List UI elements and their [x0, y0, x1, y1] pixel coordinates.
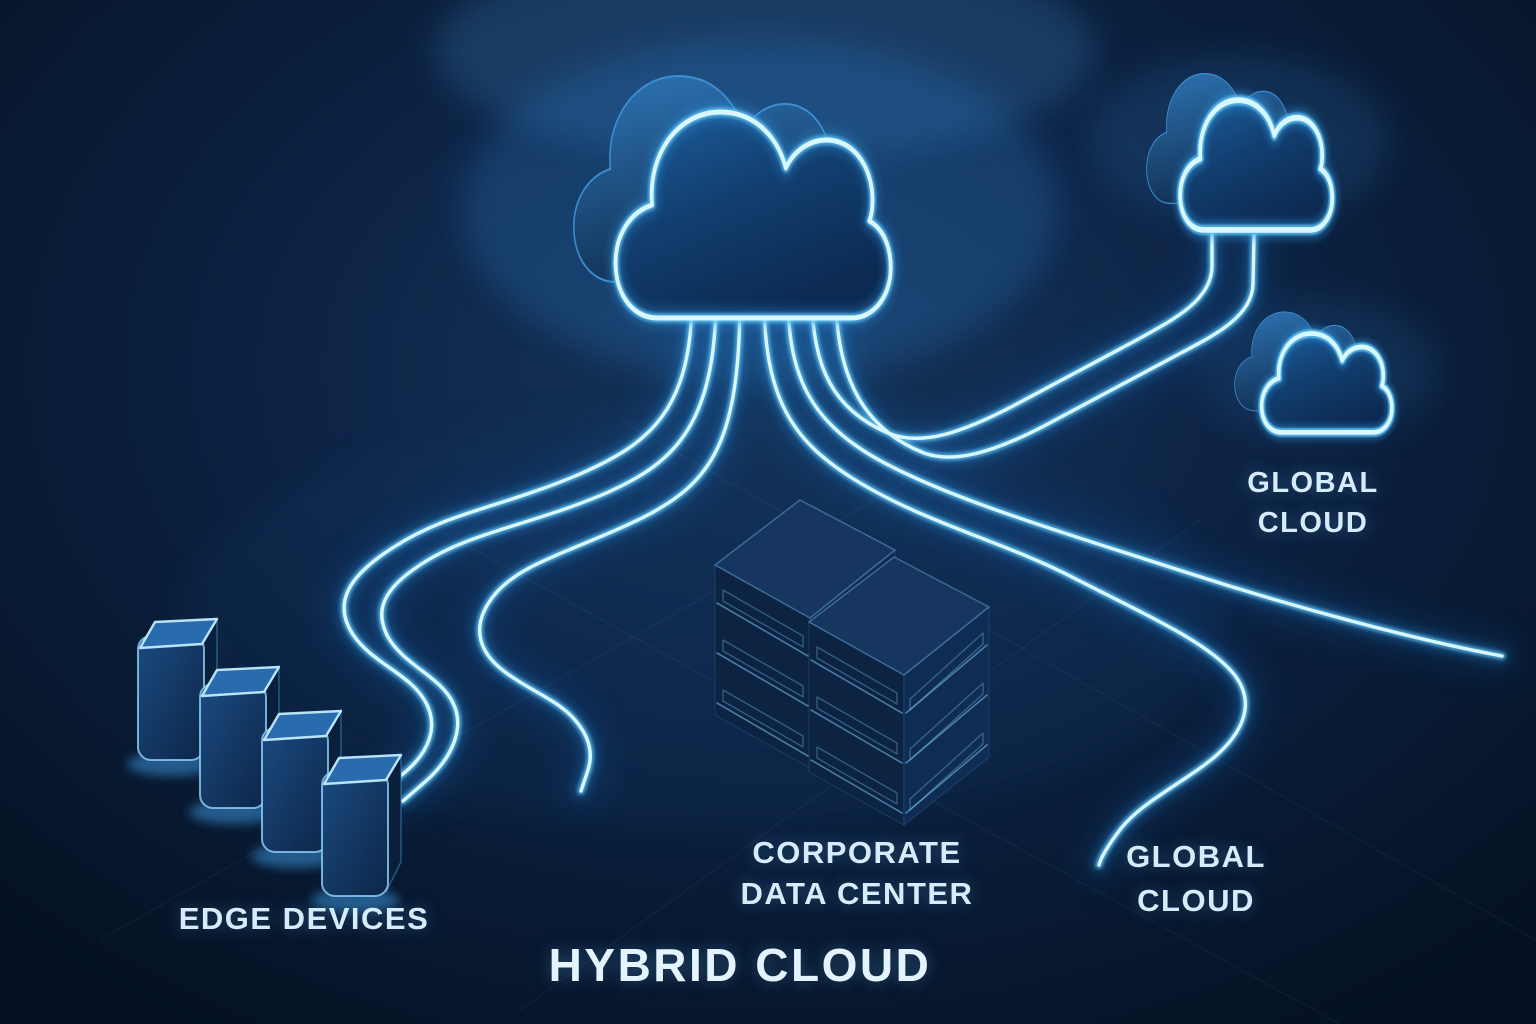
- page-title: HYBRID CLOUD: [549, 938, 932, 992]
- corporate-data-center-label-line1: CORPORATE: [752, 835, 962, 870]
- edge-devices-label: EDGE DEVICES: [179, 901, 430, 937]
- global-cloud-bottom-label-line2: CLOUD: [1137, 883, 1255, 918]
- global-cloud-right-label-line2: CLOUD: [1257, 507, 1369, 539]
- global-cloud-bottom-label: GLOBAL CLOUD: [1126, 835, 1266, 923]
- global-cloud-right-label: GLOBAL CLOUD: [1247, 463, 1378, 543]
- global-cloud-bottom-label-line1: GLOBAL: [1126, 839, 1266, 874]
- page-title-text: HYBRID CLOUD: [548, 939, 932, 991]
- corporate-data-center-label: CORPORATE DATA CENTER: [741, 832, 974, 914]
- edge-device-4: [311, 755, 401, 912]
- global-cloud-right-label-line1: GLOBAL: [1247, 467, 1379, 499]
- corporate-data-center-label-line2: DATA CENTER: [740, 876, 974, 911]
- edge-devices-label-text: EDGE DEVICES: [178, 901, 430, 936]
